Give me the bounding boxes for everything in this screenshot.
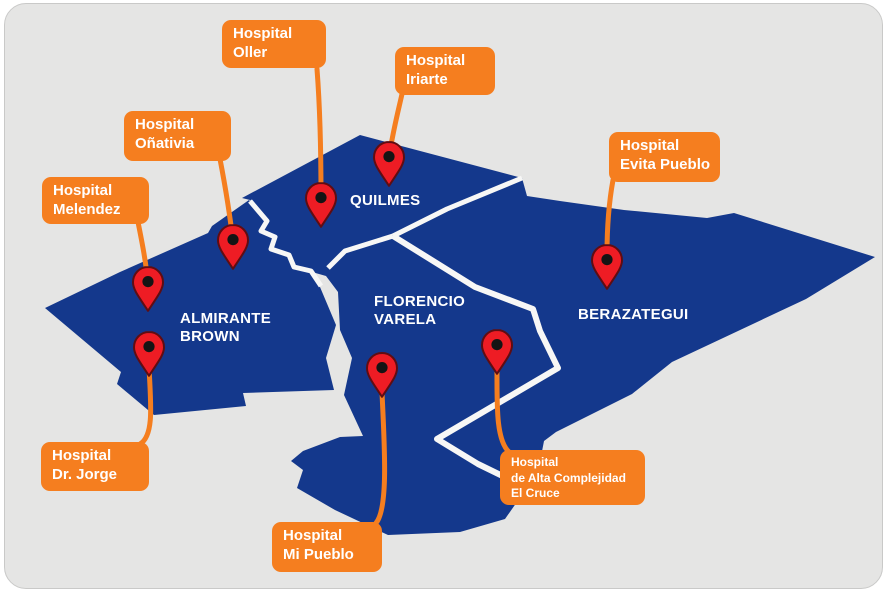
hospital-callout-iriarte: Hospital Iriarte — [395, 47, 495, 95]
callout-line-el-cruce — [494, 367, 512, 455]
hospital-callout-el-cruce: Hospital de Alta Complejidad El Cruce — [500, 450, 645, 505]
hospital-callout-onativia: Hospital Oñativia — [124, 111, 231, 161]
callout-line-mi-pueblo — [373, 389, 388, 526]
hospital-callout-oller: Hospital Oller — [222, 20, 326, 68]
district-label-florencio-varela: FLORENCIO VARELA — [374, 293, 466, 328]
callout-line-oller — [314, 66, 324, 199]
boundary-quilmes-berazategui — [391, 175, 523, 239]
region-almirante-brown — [45, 200, 336, 415]
hospital-callout-dr-jorge: Hospital Dr. Jorge — [41, 442, 149, 491]
hospital-callout-evita-pueblo: Hospital Evita Pueblo — [609, 132, 720, 182]
boundary-brown-quilmes — [248, 199, 324, 288]
district-label-quilmes: QUILMES — [350, 192, 421, 209]
district-label-berazategui: BERAZATEGUI — [578, 306, 689, 323]
district-label-almirante-brown: ALMIRANTE BROWN — [180, 310, 272, 345]
callout-line-dr-jorge — [137, 365, 154, 447]
boundary-quilmes-varela — [326, 233, 394, 270]
hospital-callout-melendez: Hospital Melendez — [42, 177, 149, 224]
hospital-callout-mi-pueblo: Hospital Mi Pueblo — [272, 522, 382, 572]
boundary-varela-berazategui — [391, 233, 561, 486]
